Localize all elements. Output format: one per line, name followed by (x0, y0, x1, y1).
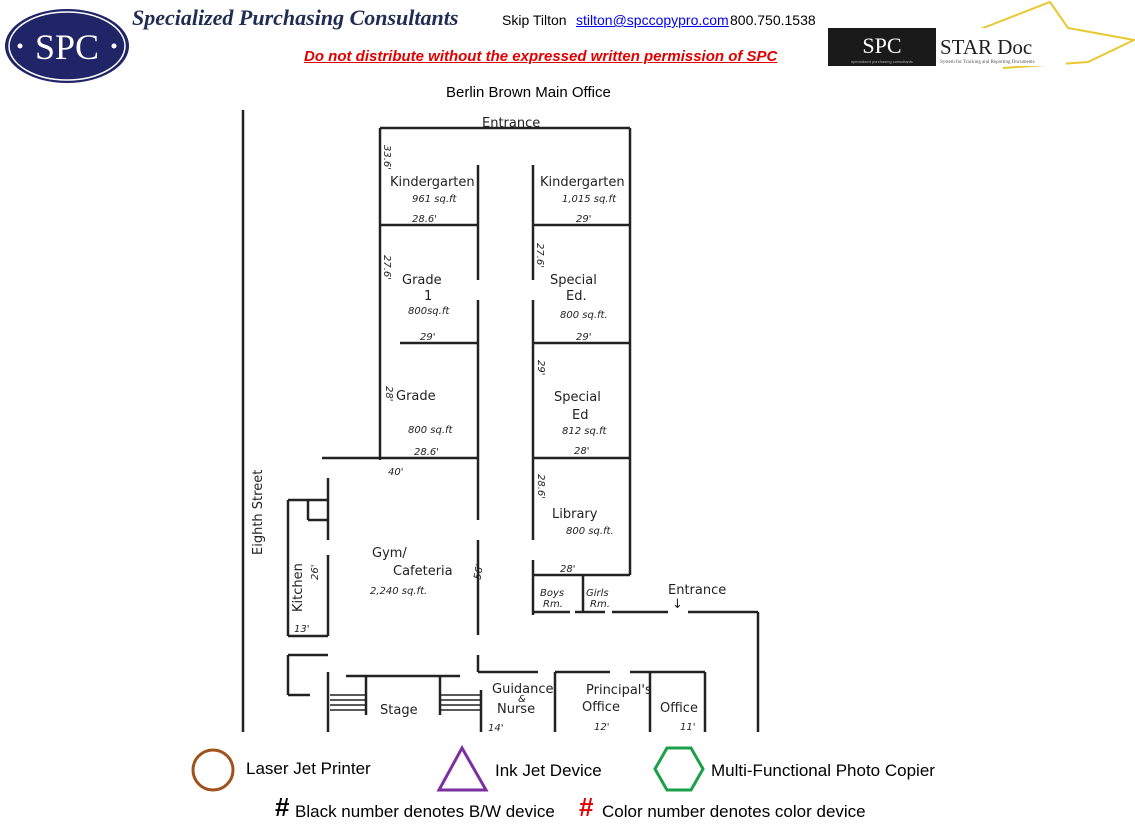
svg-text:11': 11' (680, 722, 695, 733)
spc-logo: SPC (3, 7, 131, 85)
svg-text:26': 26' (310, 565, 321, 580)
svg-text:Office: Office (660, 701, 698, 716)
svg-text:40': 40' (388, 467, 403, 478)
svg-text:812 sq.ft: 812 sq.ft (562, 426, 608, 437)
svg-text:800 sq.ft.: 800 sq.ft. (560, 310, 608, 321)
svg-text:Special: Special (554, 390, 601, 405)
room-labels: Kindergarten 961 sq.ft 28.6' 33.6' Kinde… (291, 145, 698, 734)
svg-text:33.6': 33.6' (381, 145, 392, 170)
color-hash-icon: # (579, 792, 594, 822)
svg-text:Nurse: Nurse (497, 702, 535, 717)
svg-text:↓: ↓ (672, 597, 683, 612)
svg-text:specialized purchasing consult: specialized purchasing consultants (851, 59, 913, 64)
mfp-hexagon-icon (653, 746, 705, 792)
svg-text:System for Tracking and Report: System for Tracking and Reporting Docume… (940, 60, 1035, 65)
svg-text:Rm.: Rm. (543, 599, 563, 610)
stairs (330, 694, 480, 711)
svg-text:56': 56' (473, 563, 487, 580)
svg-text:Kindergarten: Kindergarten (540, 175, 625, 190)
distribution-warning: Do not distribute without the expressed … (304, 48, 778, 65)
svg-text:Girls: Girls (586, 588, 609, 599)
svg-text:Boys: Boys (540, 588, 564, 599)
svg-text:12': 12' (594, 722, 609, 733)
bw-hash-icon: # (275, 792, 290, 822)
company-name: Specialized Purchasing Consultants (132, 5, 459, 30)
svg-text:800 sq.ft: 800 sq.ft (408, 425, 454, 436)
svg-text:&: & (518, 694, 526, 705)
svg-text:29': 29' (535, 360, 546, 375)
svg-text:29': 29' (576, 214, 591, 225)
svg-text:Library: Library (552, 507, 598, 522)
svg-text:Grade: Grade (396, 389, 436, 404)
walls (241, 110, 760, 732)
svg-text:961 sq.ft: 961 sq.ft (412, 194, 458, 205)
svg-text:27.6': 27.6' (534, 243, 545, 268)
svg-text:28': 28' (383, 386, 394, 401)
svg-text:SPC: SPC (862, 33, 901, 58)
svg-text:Gym/: Gym/ (372, 546, 407, 561)
contact-email-link[interactable]: stilton@spccopypro.com (576, 12, 729, 28)
star-doc-logo: SPC specialized purchasing consultants S… (828, 0, 1135, 69)
svg-text:Office: Office (582, 700, 620, 715)
svg-text:Cafeteria: Cafeteria (393, 564, 453, 579)
contact-name: Skip Tilton (502, 12, 567, 28)
legend-laser: Laser Jet Printer (246, 759, 371, 778)
svg-text:800 sq.ft.: 800 sq.ft. (566, 526, 614, 537)
legend-mfp: Multi-Functional Photo Copier (711, 761, 935, 780)
svg-text:Grade: Grade (402, 273, 442, 288)
svg-text:Ed: Ed (572, 408, 588, 423)
svg-text:28': 28' (574, 446, 589, 457)
svg-text:13': 13' (294, 624, 309, 635)
entrance-top: Entrance (482, 116, 540, 131)
svg-text:Guidance: Guidance (492, 682, 554, 697)
svg-text:Special: Special (550, 273, 597, 288)
svg-text:2,240 sq.ft.: 2,240 sq.ft. (370, 586, 427, 597)
svg-text:27.6': 27.6' (381, 255, 392, 280)
svg-text:28.6': 28.6' (412, 214, 437, 225)
entrance-right: Entrance (668, 583, 726, 598)
svg-text:29': 29' (576, 332, 591, 343)
svg-text:1: 1 (424, 289, 432, 304)
svg-text:Principal's: Principal's (586, 683, 652, 698)
svg-text:Kitchen: Kitchen (291, 563, 306, 612)
svg-text:28.6': 28.6' (535, 474, 546, 499)
svg-text:STAR Doc: STAR Doc (940, 35, 1032, 59)
street-label: Eighth Street (251, 470, 266, 555)
svg-text:Kindergarten: Kindergarten (390, 175, 475, 190)
svg-text:28': 28' (560, 564, 575, 575)
svg-text:Rm.: Rm. (590, 599, 610, 610)
svg-text:28.6': 28.6' (414, 447, 439, 458)
inkjet-triangle-icon (436, 744, 489, 792)
svg-text:800sq.ft: 800sq.ft (408, 306, 450, 317)
svg-text:1,015 sq.ft: 1,015 sq.ft (562, 194, 617, 205)
svg-text:14': 14' (488, 723, 503, 734)
contact-phone: 800.750.1538 (730, 12, 816, 28)
legend-inkjet: Ink Jet Device (495, 761, 602, 780)
legend-color: Color number denotes color device (602, 802, 866, 821)
legend-bw: Black number denotes B/W device (295, 802, 555, 821)
page-title: Berlin Brown Main Office (446, 84, 611, 101)
laser-printer-circle-icon (191, 748, 235, 792)
svg-text:SPC: SPC (35, 27, 99, 67)
svg-text:Stage: Stage (380, 703, 418, 718)
svg-text:29': 29' (420, 332, 435, 343)
svg-text:Ed.: Ed. (566, 289, 587, 304)
